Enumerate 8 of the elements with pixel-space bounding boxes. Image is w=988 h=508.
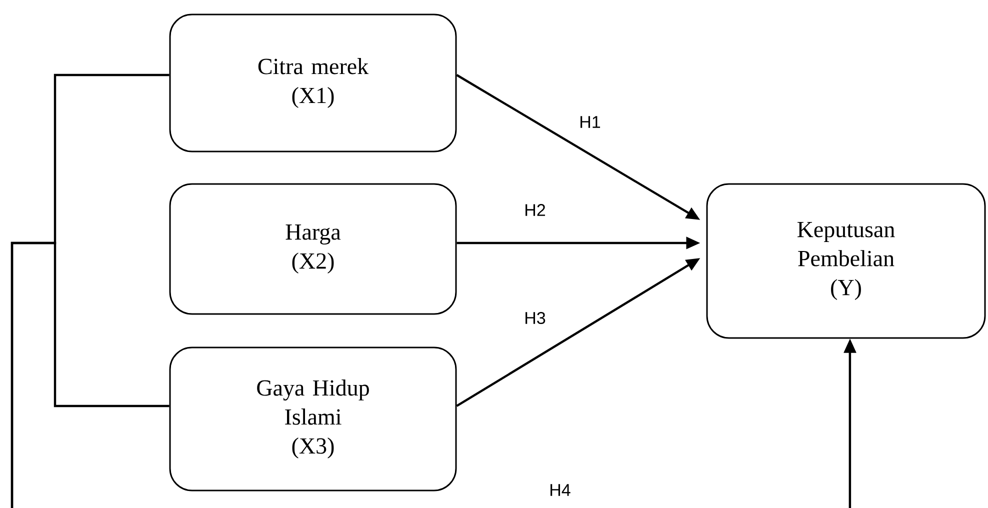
edge-label: H1 [580, 116, 600, 128]
variable-box: Harga (X2) [169, 183, 457, 315]
variable-box: Citra merek (X1) [169, 14, 457, 152]
variable-box: Keputusan Pembelian (Y) [706, 183, 986, 339]
edge-label: H2 [526, 204, 545, 216]
edge-label: H4 [550, 484, 570, 496]
variable-box: Gaya Hidup Islami (X3) [169, 346, 457, 492]
edge-label: H3 [526, 312, 546, 324]
